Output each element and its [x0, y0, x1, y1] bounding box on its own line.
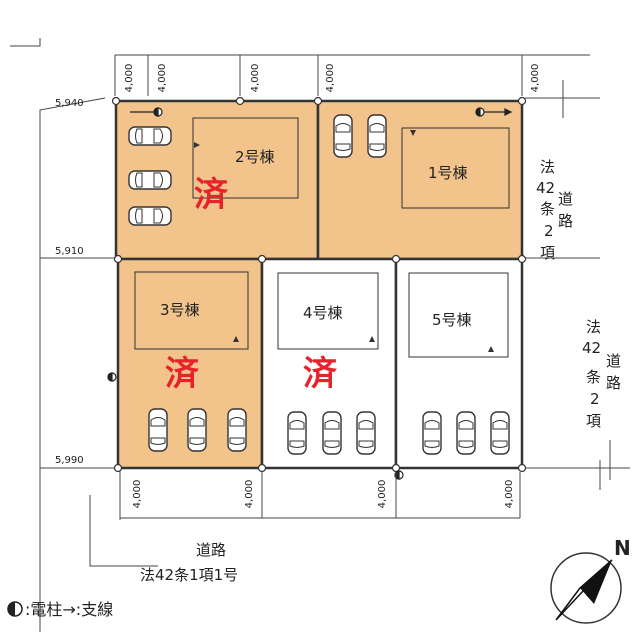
svg-text:道: 道 [558, 190, 573, 208]
utility-poles [107, 107, 513, 480]
svg-text:2: 2 [544, 222, 554, 240]
dimension-lines [114, 55, 523, 518]
boundary-points [111, 96, 527, 473]
left-dimensions: 5,940 5,910 5,990 [55, 98, 84, 466]
lot-3-name: 3号棟 [160, 301, 200, 319]
lot-4-sold-mark: 済 [303, 354, 338, 394]
bottom-dimensions: 4,000 4,000 4,000 4,000 [132, 480, 515, 509]
svg-text:法: 法 [586, 318, 601, 336]
svg-text:項: 項 [540, 244, 555, 262]
bottom-road-label: 道路 法42条1項1号 [140, 541, 238, 584]
lot-2-name: 2号棟 [235, 148, 275, 166]
svg-text:法: 法 [540, 158, 555, 176]
svg-text:道: 道 [606, 352, 621, 370]
svg-text:路: 路 [558, 212, 573, 230]
lot-1-building [401, 127, 510, 209]
right-road-label-1: 法 42 条 2 項 道 路 [536, 158, 573, 262]
lot-3-building [134, 271, 249, 350]
lot-3-sold-mark: 済 [165, 354, 200, 394]
left-dim-1: 5,940 [55, 98, 84, 109]
north-label: N [614, 536, 631, 560]
svg-text:2: 2 [590, 390, 600, 408]
bottom-dim-2: 4,000 [244, 480, 255, 509]
right-road-label-2: 法 42 条 2 項 道 路 [582, 318, 621, 430]
boundary-lines [10, 38, 630, 632]
top-dim-1: 4,000 [124, 64, 135, 93]
lot-2-building [192, 117, 299, 199]
bottom-dim-1: 4,000 [132, 480, 143, 509]
lot-5-building [408, 272, 509, 358]
lot-4-name: 4号棟 [303, 304, 343, 322]
bottom-road-line1: 道路 [196, 541, 226, 559]
bottom-dim-4: 4,000 [504, 480, 515, 509]
left-dim-3: 5,990 [55, 455, 84, 466]
svg-text:条: 条 [540, 200, 555, 218]
lot-1-name: 1号棟 [428, 164, 468, 182]
lot-2-sold-mark: 済 [194, 175, 229, 215]
svg-text:42: 42 [582, 339, 601, 357]
top-dim-5: 4,000 [530, 64, 541, 93]
top-dim-3: 4,000 [250, 64, 261, 93]
svg-text:42: 42 [536, 179, 555, 197]
lot-5-name: 5号棟 [432, 311, 472, 329]
legend-text: :電柱→:支線 [25, 600, 113, 619]
top-dim-4: 4,000 [325, 64, 336, 93]
top-dim-2: 4,000 [157, 64, 168, 93]
lot-4-building [277, 272, 379, 350]
left-dim-2: 5,910 [55, 246, 84, 257]
bottom-dim-3: 4,000 [377, 480, 388, 509]
svg-text:項: 項 [586, 412, 601, 430]
top-dimensions: 4,000 4,000 4,000 4,000 4,000 [124, 64, 541, 93]
entrance-marks [194, 130, 494, 352]
bottom-road-line2: 法42条1項1号 [140, 566, 238, 584]
svg-text:路: 路 [606, 374, 621, 392]
svg-text:条: 条 [586, 368, 601, 386]
legend: :電柱→:支線 [7, 600, 113, 619]
north-arrow-pointer [580, 560, 612, 604]
north-arrow: N [550, 536, 631, 624]
